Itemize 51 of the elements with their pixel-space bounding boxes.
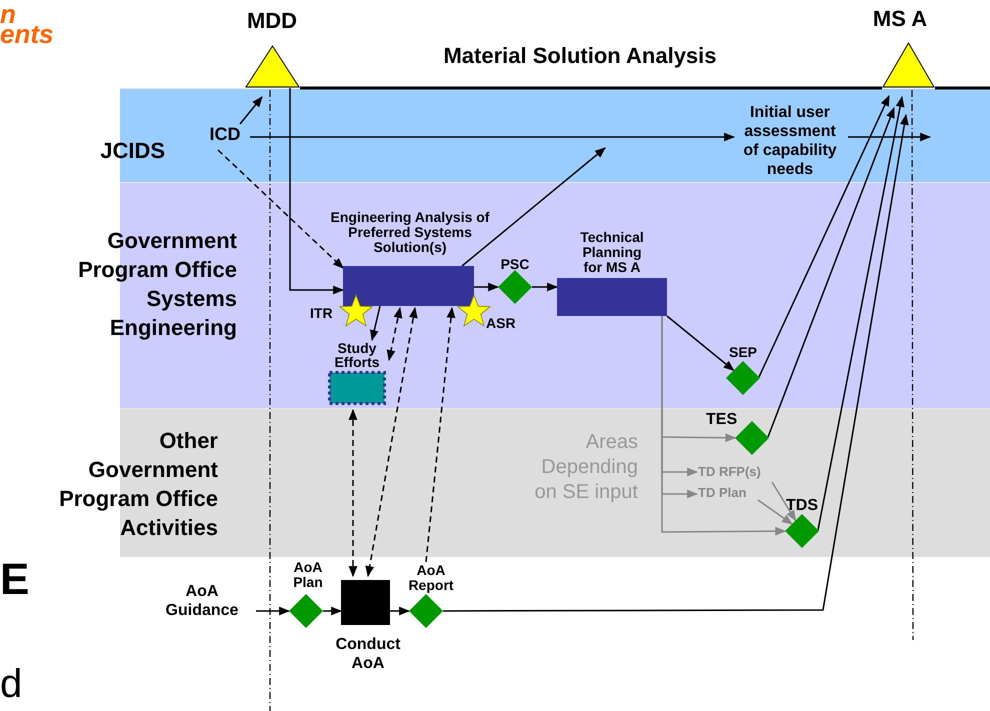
lane-label: Government Program Office Systems Engineering: [77, 227, 237, 342]
arrow: [370, 306, 381, 342]
document-label: TD RFP(s): [698, 464, 762, 479]
review-label: ITR: [310, 305, 334, 321]
arrow: [462, 147, 606, 267]
arrow: [771, 482, 796, 522]
arrow: [323, 606, 342, 616]
arrow: [256, 606, 290, 616]
text-fragment: E: [0, 556, 30, 604]
phase-title: Material Solution Analysis: [442, 44, 718, 68]
document-label: SEP: [728, 344, 758, 360]
arrow: [474, 282, 500, 292]
document-label: TD Plan: [698, 485, 748, 500]
arrow: [661, 316, 786, 536]
dashed-arrow: [348, 408, 358, 578]
dashed-arrow: [217, 149, 344, 269]
arrow: [758, 499, 793, 525]
arrow: [390, 606, 410, 616]
arrow: [442, 114, 909, 612]
arrow: [848, 132, 932, 142]
arrow: [532, 282, 558, 292]
arrow: [289, 88, 344, 294]
dashed-arrow: [425, 306, 456, 562]
document-label: TES: [706, 411, 738, 429]
arrow: [239, 96, 263, 124]
activity-label: Engineering Analysis of Preferred Systems Solution(s): [330, 210, 490, 255]
dashed-arrow: [365, 306, 418, 578]
input-label: AoA Guidance: [164, 582, 240, 620]
arrow: [817, 96, 904, 530]
arrow: [767, 106, 895, 438]
activity-label: Conduct AoA: [334, 635, 402, 673]
milestone-label: MDD: [246, 8, 298, 33]
review-label: ASR: [486, 315, 517, 331]
arrow: [250, 132, 736, 142]
arrow: [666, 315, 734, 372]
text-fragment: d: [0, 662, 22, 706]
connector-line: [300, 86, 882, 90]
activity-label: Initial user assessment of capability needs: [742, 103, 838, 179]
activity-label: Technical Planning for MS A: [579, 230, 645, 275]
document-label: ICD: [208, 124, 242, 145]
lane-label: Other Government Program Office Activities: [58, 427, 218, 542]
activity-label: Study Efforts: [333, 341, 381, 369]
document-label: TDS: [785, 497, 819, 515]
milestone-label: MS A: [872, 6, 928, 31]
document-label: AoA Report: [407, 563, 455, 593]
area-note: Areas Depending on SE input: [534, 430, 638, 505]
lane-label: JCIDS: [99, 138, 165, 163]
document-label: PSC: [500, 256, 530, 272]
dashed-arrow: [386, 306, 402, 362]
document-label: AoA Plan: [292, 560, 324, 590]
arrow: [758, 95, 890, 378]
